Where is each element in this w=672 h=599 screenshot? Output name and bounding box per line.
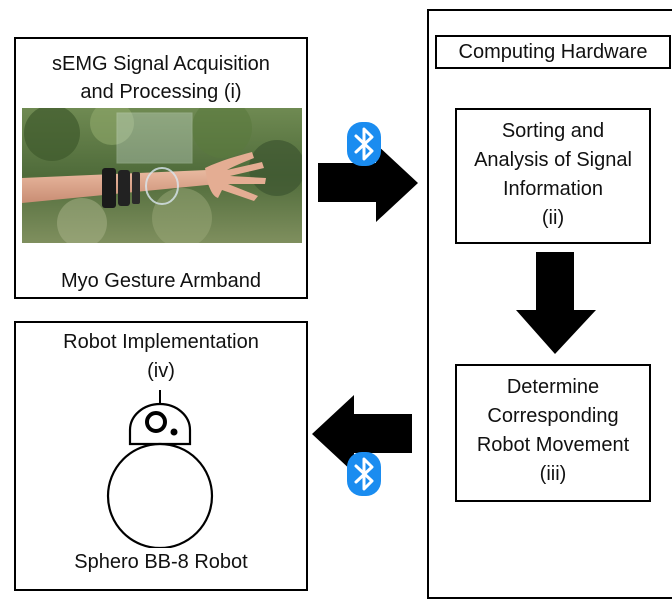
signal-analysis-line2: Analysis of Signal: [474, 149, 632, 171]
robot-implementation-title-line1: Robot Implementation: [63, 331, 259, 353]
robot-movement-line4: (iii): [539, 463, 567, 485]
robot-implementation-title-line2: (iv): [147, 360, 175, 382]
myo-armband-caption: Myo Gesture Armband: [60, 270, 262, 292]
myo-armband-photo-svg: [22, 108, 302, 243]
signal-analysis-line3: Information: [502, 178, 604, 200]
computing-hardware-header: Computing Hardware: [435, 35, 671, 69]
bb8-robot-drawing: [106, 390, 214, 548]
semg-title-line1: sEMG Signal Acquisition: [52, 53, 270, 75]
left-arrow-icon: [312, 395, 412, 473]
myo-armband-photo: [22, 108, 302, 243]
robot-movement-box: Determine Corresponding Robot Movement (…: [455, 364, 651, 502]
semg-title-line2: and Processing (i): [80, 81, 242, 103]
bluetooth-icon: [347, 122, 381, 166]
robot-movement-line2: Corresponding: [487, 405, 619, 427]
signal-analysis-box: Sorting and Analysis of Signal Informati…: [455, 108, 651, 244]
sphero-caption: Sphero BB-8 Robot: [74, 551, 248, 573]
down-arrow-icon: [516, 252, 596, 354]
right-arrow-icon: [318, 144, 418, 222]
robot-movement-line1: Determine: [506, 376, 600, 398]
computing-hardware-label: Computing Hardware: [458, 41, 648, 63]
robot-movement-line3: Robot Movement: [476, 434, 630, 456]
bluetooth-icon: [347, 452, 381, 496]
signal-analysis-line4: (ii): [541, 207, 565, 229]
signal-analysis-line1: Sorting and: [501, 120, 605, 142]
